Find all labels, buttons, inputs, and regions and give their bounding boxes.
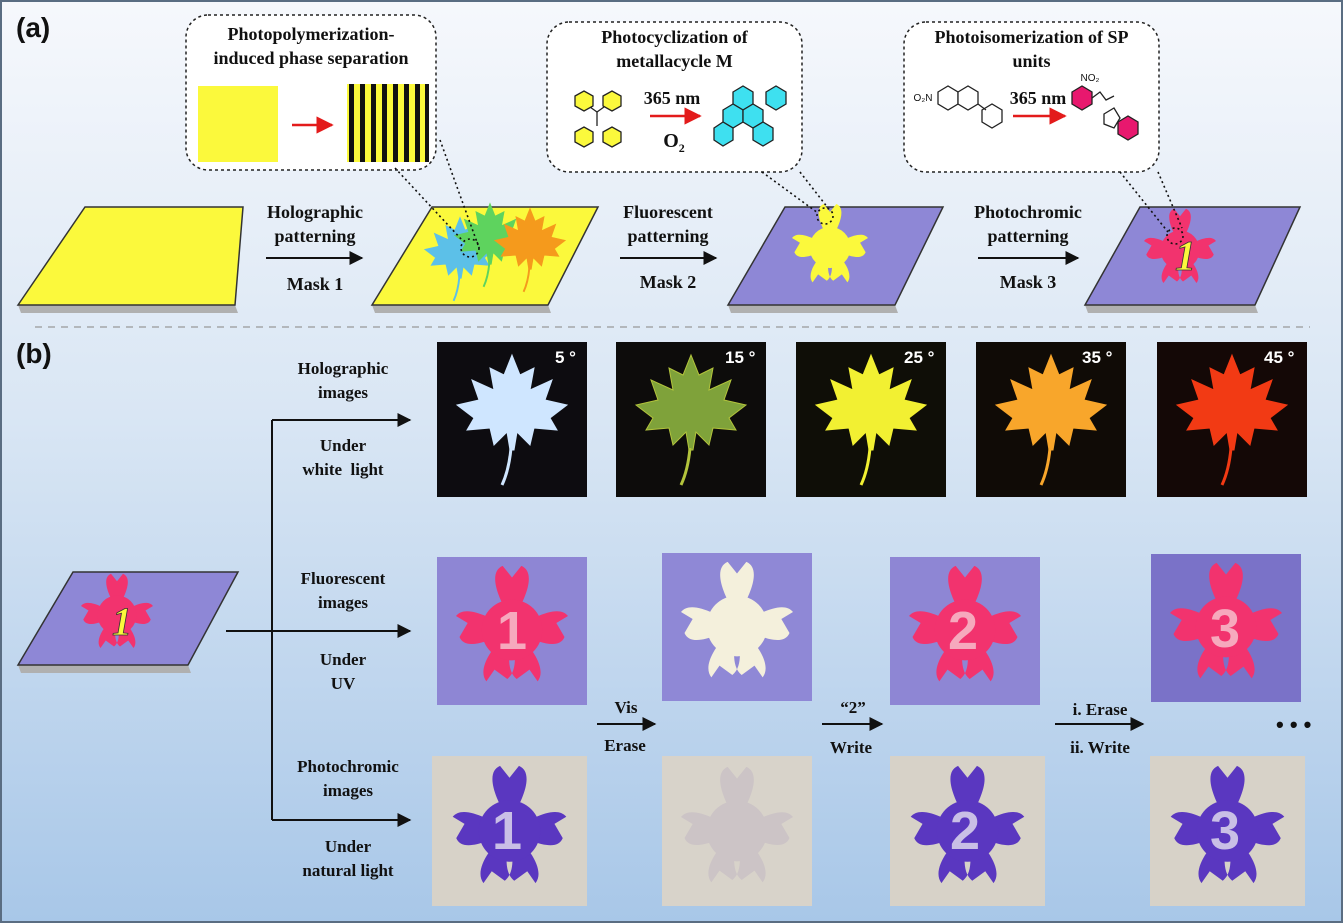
holo-photo-15deg <box>616 342 766 497</box>
angle-label-45: 45 ° <box>1264 348 1295 367</box>
transition-1-top: Vis <box>614 698 638 717</box>
angle-label-5: 5 ° <box>555 348 576 367</box>
step-1-label: Holographic patterning <box>266 202 363 247</box>
film-final: 1 <box>16 571 240 673</box>
tree-connector <box>226 413 412 827</box>
wavelength-label-2: 365 nm <box>1009 88 1067 108</box>
chromic-digit-2: 2 <box>950 801 981 861</box>
chromic-digit-3: 3 <box>1210 801 1241 861</box>
row-photochromic-bottom: Under natural light <box>302 837 394 880</box>
angle-label-15: 15 ° <box>725 348 756 367</box>
fluor-digit-3: 3 <box>1210 599 1241 659</box>
panel-label-b: (b) <box>16 338 52 369</box>
ellipsis: • • • <box>1276 712 1312 737</box>
film-number-1: 1 <box>1175 234 1196 280</box>
holo-photo-45deg <box>1157 342 1307 497</box>
yellow-film-square <box>198 86 278 162</box>
fluor-photo-3 <box>1151 554 1301 702</box>
holographic-photos <box>437 342 1307 497</box>
fluor-photo-erased <box>662 553 812 701</box>
step-1-mask: Mask 1 <box>286 274 344 294</box>
merocyanine-molecule <box>1071 85 1139 141</box>
angle-label-25: 25 ° <box>904 348 935 367</box>
film-blank <box>16 206 244 313</box>
fluor-photo-2 <box>890 557 1040 705</box>
spiropyran-molecule <box>937 85 1003 129</box>
callout-pointers <box>394 139 1184 258</box>
step-2-label: Fluorescent patterning <box>623 202 713 247</box>
transition-1-bottom: Erase <box>604 736 646 755</box>
fluor-digit-2: 2 <box>948 601 979 661</box>
chromic-digit-1: 1 <box>492 801 523 861</box>
photochromic-photos <box>432 756 1305 906</box>
oxygen-label: O2 <box>663 130 685 155</box>
row-photochromic-top: Photochromic images <box>297 757 399 800</box>
row-holographic-bottom: Under white light <box>302 436 384 479</box>
step-3-label: Photochromic patterning <box>974 202 1082 247</box>
fluor-photo-1 <box>437 557 587 705</box>
transition-3-top: i. Erase <box>1072 700 1128 719</box>
o2n-label: O₂N <box>913 93 933 104</box>
chromic-photo-3 <box>1150 756 1305 906</box>
step-3-mask: Mask 3 <box>999 272 1057 292</box>
chromic-photo-1 <box>432 756 587 906</box>
angle-label-35: 35 ° <box>1082 348 1113 367</box>
row-fluorescent-bottom: Under UV <box>319 650 367 693</box>
callout-box-3 <box>903 21 1160 173</box>
fluor-digit-1: 1 <box>497 601 528 661</box>
holo-photo-5deg <box>437 342 587 497</box>
step-2-mask: Mask 2 <box>639 272 697 292</box>
grating-square <box>347 84 429 162</box>
callout-title-1: Photopolymerization- induced phase separ… <box>213 24 409 69</box>
fluorescent-photos <box>437 553 1301 705</box>
holo-photo-25deg <box>796 342 946 497</box>
phenanthrene-molecule <box>713 85 787 147</box>
tpe-molecule <box>574 90 622 148</box>
film-fluorescent <box>726 203 945 313</box>
film-holographic <box>370 202 600 313</box>
callout-title-3: Photoisomerization of SP units <box>934 27 1129 72</box>
callout-title-2: Photocyclization of metallacycle M <box>601 27 748 72</box>
transition-2-top: “2” <box>840 698 866 717</box>
chromic-photo-2 <box>890 756 1045 906</box>
final-film-number: 1 <box>112 599 132 644</box>
transition-3-bottom: ii. Write <box>1070 738 1130 757</box>
no2-label: NO₂ <box>1080 73 1100 84</box>
holo-photo-35deg <box>976 342 1126 497</box>
transition-2-bottom: Write <box>829 738 873 757</box>
panel-label-a: (a) <box>16 12 51 43</box>
film-photochromic: 1 <box>1083 206 1302 313</box>
row-fluorescent-top: Fluorescent images <box>300 569 386 612</box>
wavelength-label-1: 365 nm <box>643 88 701 108</box>
row-holographic-top: Holographic images <box>297 359 389 402</box>
chromic-photo-erased <box>662 756 812 906</box>
